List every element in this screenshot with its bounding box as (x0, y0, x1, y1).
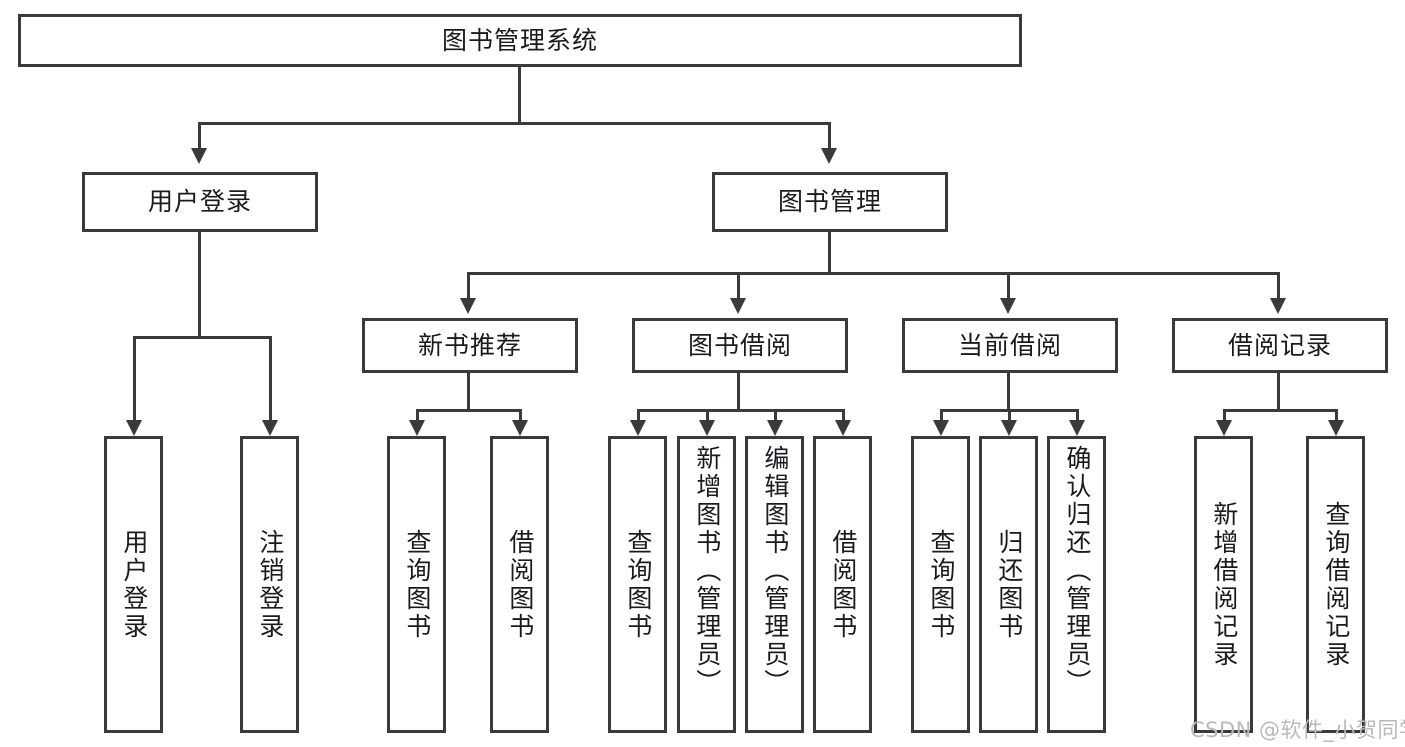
arrowhead-bb-to-leaf-4 (835, 420, 851, 436)
arrowhead-bb-to-leaf-1 (630, 420, 646, 436)
connector-cb-to-leaf-2 (1008, 409, 1011, 420)
connector-cb-to-leaf-1 (940, 409, 943, 420)
arrowhead-nb-to-leaf-2 (512, 420, 528, 436)
node-borrow-records[interactable]: 借阅记录 (1172, 318, 1388, 373)
connector-nb-to-leaf-1 (416, 409, 419, 420)
connector-bb-to-leaf-1 (637, 409, 640, 420)
connector-book-borrow-stem (737, 373, 740, 409)
connector-borrow-records-bus (1223, 409, 1338, 412)
connector-book-borrow-bus (637, 409, 845, 412)
connector-br-to-leaf-1 (1223, 409, 1226, 420)
arrowhead-root-to-book-management (821, 148, 837, 164)
connector-book-management-stem (828, 232, 831, 272)
leaf-book-borrow-query-books[interactable]: 查询图书 (608, 436, 667, 733)
connector-new-book-stem (467, 373, 470, 409)
arrowhead-bm-to-new-book (460, 298, 476, 314)
arrowhead-cb-to-leaf-1 (933, 420, 949, 436)
arrowhead-nb-to-leaf-1 (409, 420, 425, 436)
arrowhead-br-to-leaf-2 (1328, 420, 1344, 436)
arrowhead-root-to-user-login (191, 148, 207, 164)
connector-user-login-bus (133, 336, 272, 339)
connector-root-bus (198, 122, 831, 125)
connector-root-stem (518, 67, 521, 122)
connector-root-to-book-management (828, 122, 831, 148)
arrowhead-bm-to-borrow-records (1270, 298, 1286, 314)
arrowhead-user-login-to-leaf-1 (126, 420, 142, 436)
connector-bm-to-book-borrow (737, 272, 740, 298)
connector-user-login-to-leaf-1 (133, 336, 136, 420)
arrowhead-bm-to-book-borrow (730, 298, 746, 314)
connector-root-to-user-login (198, 122, 201, 148)
connector-bb-to-leaf-2 (706, 409, 709, 420)
connector-book-management-bus (467, 272, 1278, 275)
leaf-book-borrow-borrow-books[interactable]: 借阅图书 (813, 436, 872, 733)
leaf-new-book-query-books[interactable]: 查询图书 (387, 436, 446, 733)
leaf-current-borrow-query-books[interactable]: 查询图书 (911, 436, 970, 733)
connector-br-to-leaf-2 (1335, 409, 1338, 420)
connector-new-book-bus (416, 409, 522, 412)
node-current-borrow[interactable]: 当前借阅 (902, 318, 1118, 373)
node-book-borrow[interactable]: 图书借阅 (632, 318, 848, 373)
connector-nb-to-leaf-2 (519, 409, 522, 420)
arrowhead-user-login-to-leaf-2 (262, 420, 278, 436)
arrowhead-br-to-leaf-1 (1216, 420, 1232, 436)
connector-bm-to-borrow-records (1277, 272, 1280, 298)
node-new-book-recommend[interactable]: 新书推荐 (362, 318, 578, 373)
connector-user-login-to-leaf-2 (269, 336, 272, 420)
leaf-book-borrow-edit-book-admin[interactable]: 编辑图书（管理员） (745, 436, 804, 733)
arrowhead-bb-to-leaf-3 (767, 420, 783, 436)
leaf-borrow-records-add-record[interactable]: 新增借阅记录 (1194, 436, 1253, 733)
csdn-watermark: CSDN @软件_小贺同学 (1190, 718, 1405, 742)
arrowhead-cb-to-leaf-2 (1001, 420, 1017, 436)
leaf-borrow-records-query-record[interactable]: 查询借阅记录 (1306, 436, 1365, 733)
leaf-book-borrow-add-book-admin[interactable]: 新增图书（管理员） (677, 436, 736, 733)
connector-bb-to-leaf-3 (774, 409, 777, 420)
leaf-user-login-logout[interactable]: 注销登录 (240, 436, 299, 733)
connector-bm-to-current-borrow (1007, 272, 1010, 298)
connector-user-login-stem (198, 232, 201, 336)
connector-bb-to-leaf-4 (842, 409, 845, 420)
leaf-new-book-borrow-books[interactable]: 借阅图书 (490, 436, 549, 733)
node-user-login[interactable]: 用户登录 (82, 172, 318, 232)
leaf-current-borrow-confirm-return-admin[interactable]: 确认归还（管理员） (1047, 436, 1106, 733)
node-book-management[interactable]: 图书管理 (712, 172, 948, 232)
arrowhead-bm-to-current-borrow (1000, 298, 1016, 314)
node-root-book-management-system[interactable]: 图书管理系统 (18, 14, 1022, 67)
connector-borrow-records-stem (1277, 373, 1280, 409)
connector-cb-to-leaf-3 (1076, 409, 1079, 420)
connector-bm-to-new-book (467, 272, 470, 298)
connector-current-borrow-stem (1007, 373, 1010, 409)
leaf-user-login-login[interactable]: 用户登录 (104, 436, 163, 733)
leaf-current-borrow-return-books[interactable]: 归还图书 (979, 436, 1038, 733)
arrowhead-cb-to-leaf-3 (1069, 420, 1085, 436)
arrowhead-bb-to-leaf-2 (699, 420, 715, 436)
